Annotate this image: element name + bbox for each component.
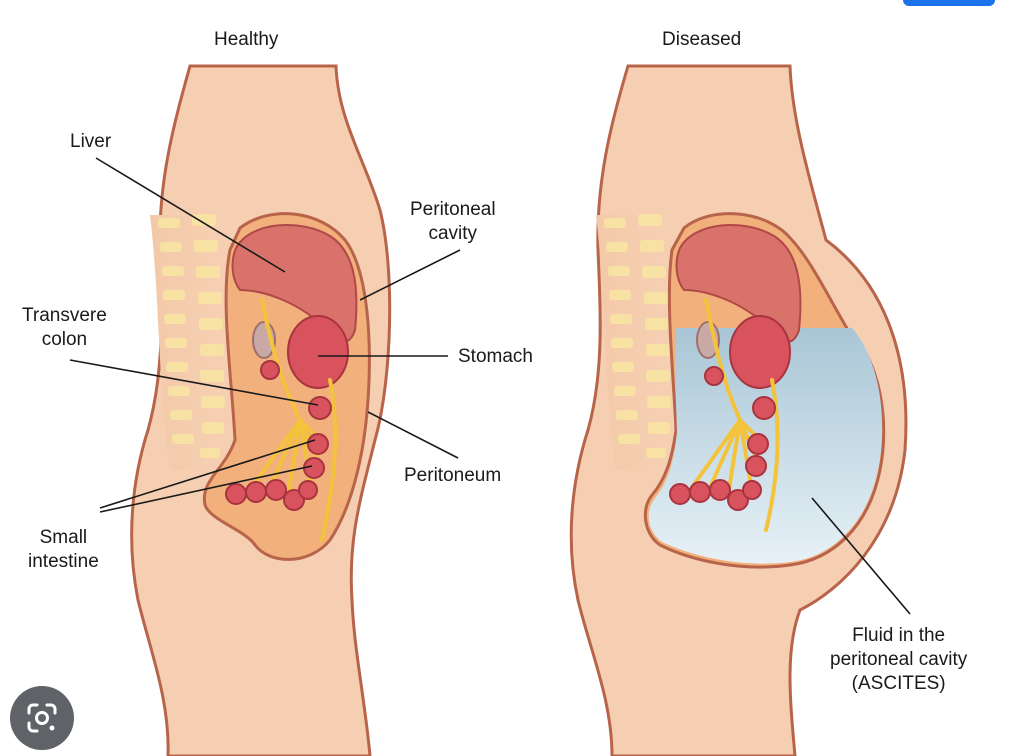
leader-small-intestine-1 — [99, 439, 316, 509]
label-fluid-line-2: peritoneal cavity — [830, 649, 968, 670]
label-peritoneal-cavity-line-2: cavity — [428, 223, 478, 244]
label-liver: Liver — [70, 130, 111, 154]
diseased-stomach — [729, 315, 791, 389]
diseased-title: Diseased — [662, 28, 741, 52]
label-transverse-colon-line-1: Transvere — [22, 305, 107, 326]
diseased-title-text: Diseased — [662, 29, 742, 50]
label-small-intestine-line-1: Small — [39, 527, 88, 548]
label-transverse-colon: Transvere colon — [22, 304, 107, 352]
healthy-body — [130, 64, 392, 756]
leader-peritoneal-cavity — [359, 249, 461, 301]
diseased-intestines — [669, 366, 776, 511]
label-fluid-line-1: Fluid in the — [852, 625, 946, 646]
label-peritoneum: Peritoneum — [404, 464, 501, 488]
leader-small-intestine-2 — [99, 465, 313, 513]
label-small-intestine-line-2: intestine — [28, 551, 99, 572]
label-small-intestine: Small intestine — [28, 526, 99, 574]
diseased-liver — [675, 224, 802, 343]
label-peritoneal-cavity: Peritoneal cavity — [410, 198, 496, 246]
label-fluid-line-3: (ASCITES) — [851, 673, 946, 694]
label-fluid: Fluid in the peritoneal cavity (ASCITES) — [830, 624, 967, 696]
diseased-body — [569, 64, 908, 756]
label-stomach: Stomach — [458, 345, 533, 369]
leader-liver — [95, 157, 286, 273]
top-right-button[interactable] — [903, 0, 995, 6]
google-lens-icon — [27, 703, 57, 733]
label-stomach-line-1: Stomach — [458, 346, 533, 367]
healthy-spine — [150, 214, 225, 470]
healthy-title: Healthy — [214, 28, 278, 52]
healthy-liver — [231, 224, 358, 343]
leader-fluid — [811, 497, 911, 615]
healthy-stomach — [287, 315, 349, 389]
healthy-title-text: Healthy — [214, 29, 279, 50]
label-peritoneum-line-1: Peritoneum — [404, 465, 502, 486]
label-liver-line-1: Liver — [70, 131, 112, 152]
label-peritoneal-cavity-line-1: Peritoneal — [410, 199, 496, 220]
healthy-intestines — [225, 360, 332, 511]
label-transverse-colon-line-2: colon — [41, 329, 88, 350]
leader-peritoneum — [367, 411, 459, 459]
leader-lines — [69, 157, 911, 615]
diseased-spine — [596, 214, 671, 470]
leader-transverse-colon — [69, 359, 319, 406]
lens-search-button[interactable] — [10, 686, 74, 750]
